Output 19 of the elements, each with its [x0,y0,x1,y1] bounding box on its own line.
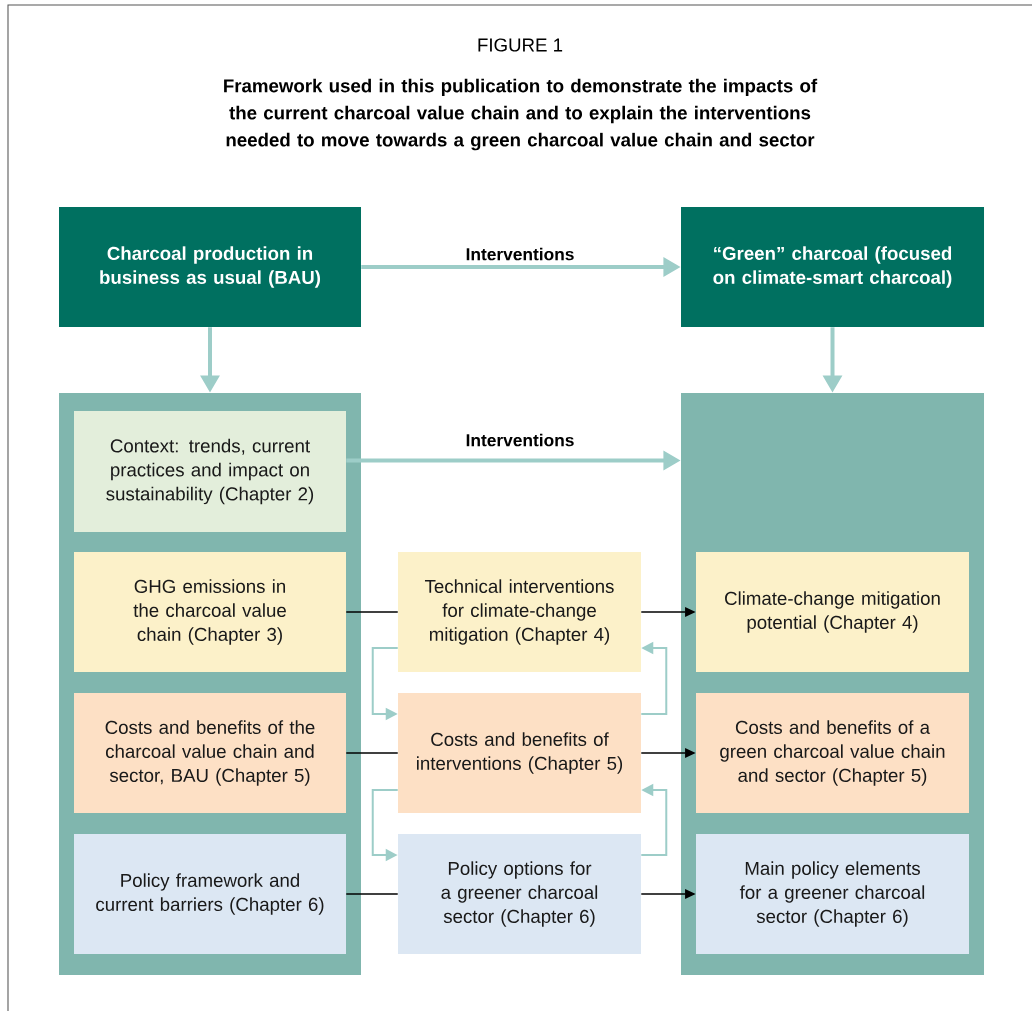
text-box: Technical interventions for climate-change mitigation (Chapter 4) [398,552,641,672]
edge-label: Interventions [466,247,574,261]
figure-number: FIGURE 1 [478,38,563,52]
text-box: Costs and benefits of interventions (Chapter 5) [398,693,641,813]
text-box: GHG emissions in the charcoal value chain (Chapter 3) [74,552,346,672]
connector-line [345,611,399,613]
text-box: Costs and benefits of a green charcoal value chain and sector (Chapter 5) [696,693,969,813]
text-box: Main policy elements for a greener charcoal sector (Chapter 6) [696,834,969,954]
text-box: Costs and benefits of the charcoal value chain and sector, BAU (Chapter 5) [74,693,346,813]
connector-line [345,752,399,754]
connector-line [345,893,399,895]
header-box: Charcoal production in business as usual (BAU) [59,207,361,327]
text-box: Climate-change mitigation potential (Chapter 4) [696,552,969,672]
header-box: “Green” charcoal (focused on climate-smart charcoal) [681,207,984,327]
text-box: Context: trends, current practices and impact on sustainability (Chapter 2) [74,411,346,532]
edge-label: Interventions [466,433,574,447]
text-box: Policy options for a greener charcoal sector (Chapter 6) [398,834,641,954]
figure-title: Framework used in this publication to demonstrate the impacts of the current charcoal value chain and to explain the interventions needed to move towards a green charcoal value chain and sector [224,78,818,151]
text-box: Policy framework and current barriers (Chapter 6) [74,834,346,954]
